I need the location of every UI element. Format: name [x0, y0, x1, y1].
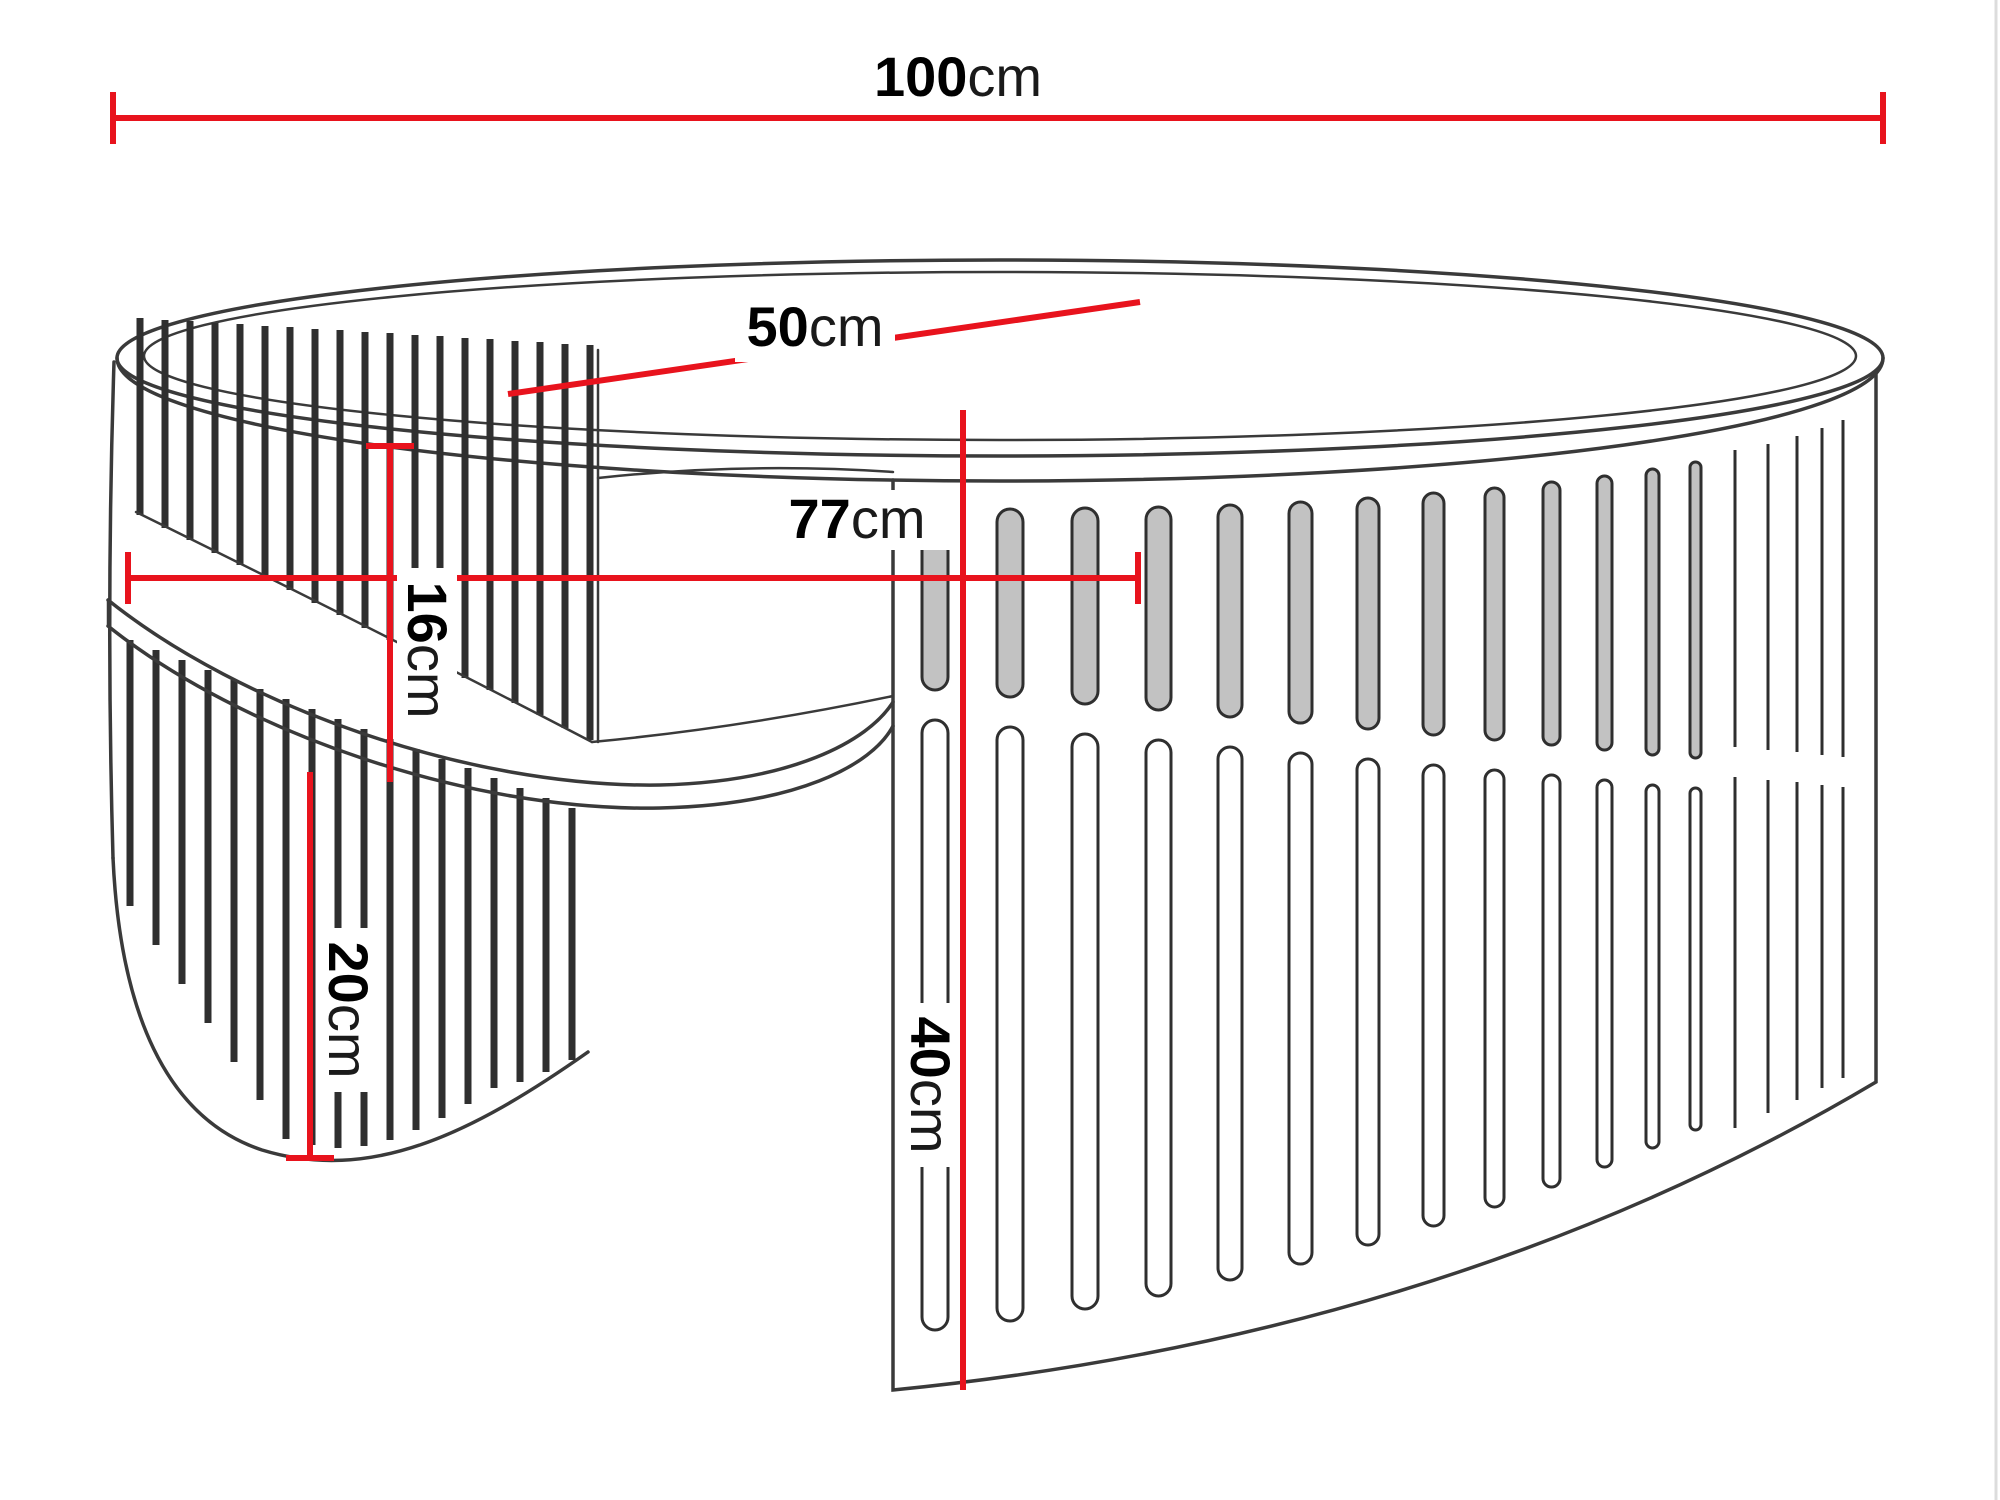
shelf-back-edge-right [590, 694, 895, 744]
slot-lower [1483, 768, 1506, 1209]
slot-lower [1541, 773, 1562, 1189]
shelf [106, 510, 895, 810]
left-wall-base-curve [111, 856, 590, 1163]
shelf-front-top-edge [106, 598, 895, 787]
slot-lower [1355, 757, 1381, 1247]
dim-depth-label: 50cm [747, 295, 884, 358]
dim-base-height-label: 20cm [317, 942, 380, 1079]
slot-lower [1216, 745, 1244, 1282]
slot-lower [1287, 751, 1314, 1266]
left-wall [107, 318, 895, 1163]
dim-shelf-clearance-label: 16cm [396, 582, 459, 719]
slot-lower [1421, 763, 1446, 1228]
tabletop [115, 258, 1885, 483]
label-background [900, 1003, 960, 1167]
shelf-back-edge [134, 510, 594, 744]
label-background [318, 928, 378, 1092]
shelf-front-bottom-edge [106, 624, 895, 810]
dimensions: 100cm 50cm 77cm 16cm [110, 45, 1886, 1390]
slot-lower [1688, 786, 1703, 1132]
slot-upper [1541, 480, 1562, 747]
label-background [735, 298, 895, 362]
dim-inner-width-label: 77cm [789, 487, 926, 550]
tabletop-inner-rim [142, 270, 1858, 442]
slot-upper [1483, 486, 1506, 742]
opening-top-edge [596, 466, 895, 480]
slot-upper [1144, 505, 1173, 712]
slot-upper [1070, 506, 1100, 706]
slot-upper [1287, 500, 1314, 725]
slot-upper [1595, 474, 1614, 752]
slot-upper [1644, 467, 1661, 757]
slot-lower [1595, 778, 1614, 1169]
tabletop-outer-rim [115, 258, 1885, 458]
dim-inner-width-77: 77cm [125, 487, 1141, 604]
dim-total-height-40: 40cm [899, 410, 966, 1390]
table-drawing [106, 258, 1885, 1392]
right-panel-slots [920, 460, 1703, 1332]
slot-lower [1070, 732, 1100, 1311]
left-wall-edge [107, 360, 116, 860]
slot-upper [1421, 491, 1446, 737]
right-panel-edge-slats [1733, 420, 1845, 1128]
slot-lower [1144, 738, 1173, 1298]
label-background [397, 568, 457, 732]
dim-depth-50: 50cm [507, 295, 1141, 397]
label-background [765, 490, 950, 550]
slot-upper [995, 507, 1025, 699]
slot-upper [1355, 496, 1381, 731]
dim-width-label: 100cm [874, 45, 1042, 108]
right-panel [891, 372, 1878, 1392]
slot-lower [995, 725, 1025, 1323]
right-panel-outline [891, 372, 1878, 1392]
dim-base-height-20: 20cm [286, 772, 380, 1161]
slot-upper [1688, 460, 1703, 760]
dim-total-height-label: 40cm [899, 1017, 962, 1154]
dim-width-100: 100cm [110, 45, 1886, 144]
slot-lower [1644, 783, 1661, 1150]
tabletop-front-edge [115, 356, 1885, 483]
dim-shelf-clearance-16: 16cm [366, 443, 459, 782]
slot-upper [1216, 503, 1244, 719]
